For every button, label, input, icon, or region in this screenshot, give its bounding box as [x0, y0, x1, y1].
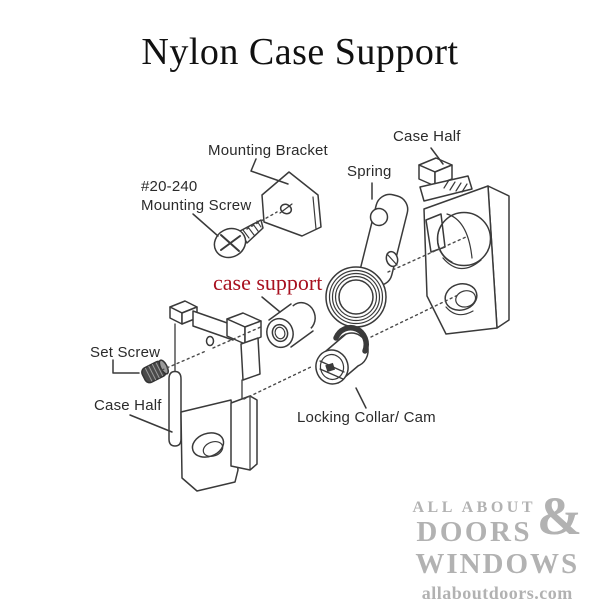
watermark-doors: DOORS — [416, 516, 533, 548]
label-mounting-screw: Mounting Screw — [141, 197, 252, 214]
label-locking-collar: Locking Collar/ Cam — [297, 409, 436, 426]
case-support-drawing — [266, 301, 316, 349]
watermark-all-about: ALL ABOUT — [412, 499, 537, 516]
site-watermark: ALL ABOUT DOORS & WINDOWS allaboutdoors.… — [412, 486, 582, 600]
spring-drawing — [325, 193, 409, 328]
watermark-row: ALL ABOUT DOORS & — [412, 486, 582, 547]
watermark-windows: WINDOWS — [415, 548, 580, 580]
page-title: Nylon Case Support — [141, 31, 459, 73]
case-half-left-drawing — [168, 300, 262, 492]
assembly-axis-dashed-lines — [161, 211, 467, 400]
mounting-bracket-drawing — [261, 171, 322, 237]
label-case-half-left: Case Half — [94, 397, 162, 414]
watermark-ampersand: & — [537, 486, 582, 546]
label-case-support-highlight: case support — [213, 270, 323, 295]
mounting-screw-drawing — [213, 219, 264, 259]
label-leader-lines — [112, 147, 444, 433]
label-spring: Spring — [347, 163, 392, 180]
set-screw-drawing — [141, 359, 169, 384]
case-half-right-drawing — [418, 157, 510, 335]
label-mounting-bracket: Mounting Bracket — [208, 142, 328, 159]
watermark-url: allaboutdoors.com — [421, 583, 573, 600]
label-case-half-right: Case Half — [393, 128, 461, 145]
watermark-column: ALL ABOUT DOORS — [412, 494, 536, 547]
label-set-screw: Set Screw — [90, 344, 161, 361]
locking-collar-drawing — [315, 324, 369, 385]
label-mounting-screw-number: #20-240 — [141, 178, 198, 195]
